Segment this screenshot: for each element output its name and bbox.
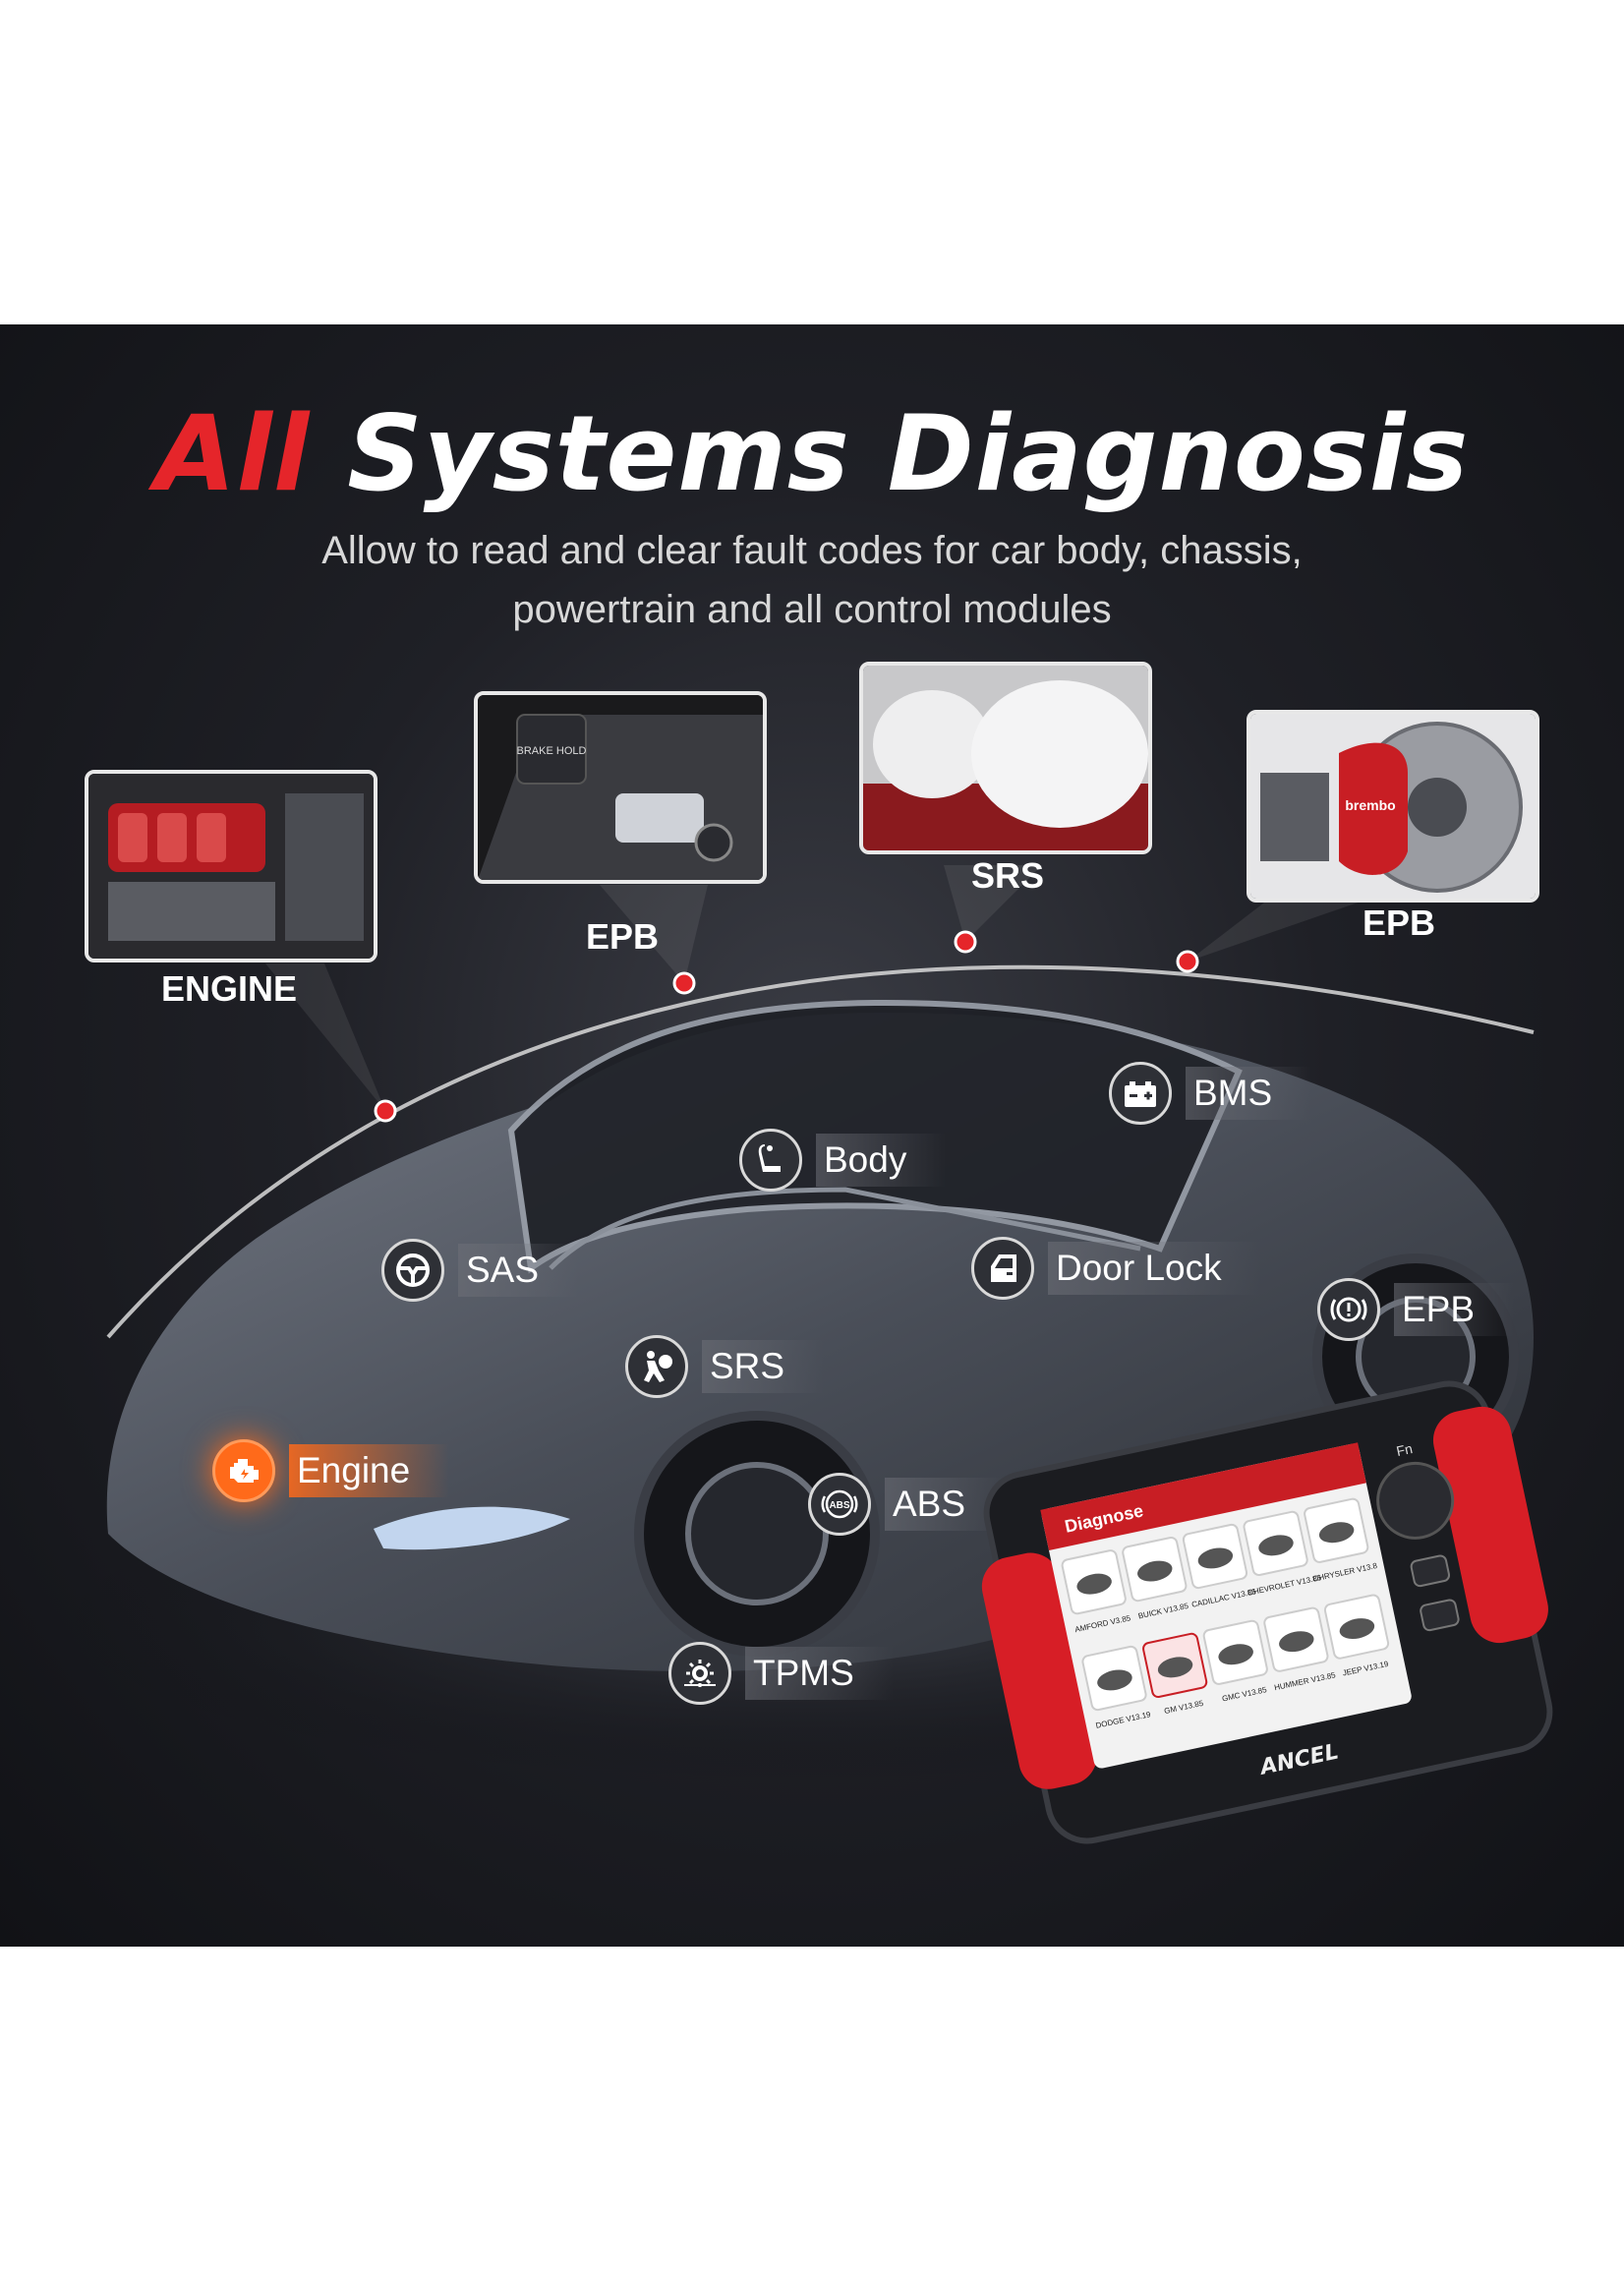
- vehicle-tile[interactable]: AMFORD V3.85: [1061, 1549, 1132, 1634]
- arc-dot: [1176, 950, 1199, 973]
- parking-brake-icon: [1330, 1297, 1367, 1322]
- system-label: EPB: [1394, 1283, 1515, 1336]
- module-label-srs: SRS: [971, 855, 1045, 896]
- arc-dot: [374, 1099, 397, 1123]
- srs-photo: [859, 662, 1152, 854]
- engine-photo: [85, 770, 377, 962]
- module-label-epb-1: EPB: [586, 916, 660, 957]
- vehicle-tile[interactable]: CHRYSLER V13.8: [1299, 1496, 1378, 1584]
- vehicle-tile[interactable]: GMC V13.85: [1202, 1619, 1273, 1705]
- system-engine: Engine: [212, 1439, 450, 1502]
- subtitle: Allow to read and clear fault codes for …: [0, 521, 1624, 639]
- key-fn: Fn: [1395, 1440, 1414, 1459]
- door-icon: [991, 1254, 1016, 1282]
- system-sas: SAS: [381, 1239, 579, 1302]
- engine-bay-image: [88, 774, 374, 959]
- epb-photo: BRAKE HOLD: [474, 691, 767, 884]
- title-rest: Systems Diagnosis: [347, 393, 1470, 514]
- system-label: TPMS: [745, 1647, 894, 1700]
- connection-arc: [106, 964, 1535, 1339]
- brake-caliper-image: brembo: [1250, 714, 1536, 899]
- svg-text:ABS: ABS: [829, 1500, 849, 1511]
- arc-dot: [954, 930, 977, 954]
- system-tpms: TPMS: [668, 1642, 894, 1705]
- steering-wheel-icon: [396, 1254, 430, 1287]
- system-bms: BMS: [1109, 1062, 1312, 1125]
- brake-hold-image: BRAKE HOLD: [478, 695, 763, 880]
- epb-caliper-photo: brembo: [1247, 710, 1539, 903]
- subtitle-line-2: powertrain and all control modules: [512, 588, 1112, 631]
- system-body: Body: [739, 1129, 947, 1192]
- system-label: SRS: [702, 1340, 825, 1393]
- system-door-lock: Door Lock: [971, 1237, 1261, 1300]
- product-banner: All Systems Diagnosis Allow to read and …: [0, 324, 1624, 1947]
- page-title: All Systems Diagnosis: [0, 393, 1624, 514]
- system-label: Engine: [289, 1444, 450, 1497]
- engine-icon: [230, 1459, 259, 1483]
- airbag-icon: [644, 1351, 672, 1382]
- system-label: Door Lock: [1048, 1242, 1261, 1295]
- subtitle-line-1: Allow to read and clear fault codes for …: [321, 529, 1303, 572]
- battery-icon: [1125, 1081, 1156, 1107]
- arc-dot: [672, 971, 696, 995]
- title-accent: All: [154, 393, 311, 514]
- seat-icon: [758, 1144, 781, 1172]
- system-srs: SRS: [625, 1335, 825, 1398]
- brake-hold-text: BRAKE HOLD: [517, 745, 587, 757]
- system-epb: EPB: [1317, 1278, 1515, 1341]
- module-label-epb-2: EPB: [1363, 903, 1436, 943]
- system-label: SAS: [458, 1244, 579, 1297]
- module-label-engine: ENGINE: [161, 968, 298, 1009]
- tire-pressure-icon: [684, 1660, 716, 1687]
- vehicle-tile[interactable]: JEEP V13.19: [1323, 1594, 1394, 1678]
- system-label: BMS: [1186, 1067, 1312, 1120]
- airbag-image: [863, 666, 1148, 850]
- abs-icon: ABS: [821, 1489, 858, 1519]
- brembo-text: brembo: [1345, 797, 1395, 813]
- system-label: Body: [816, 1134, 947, 1187]
